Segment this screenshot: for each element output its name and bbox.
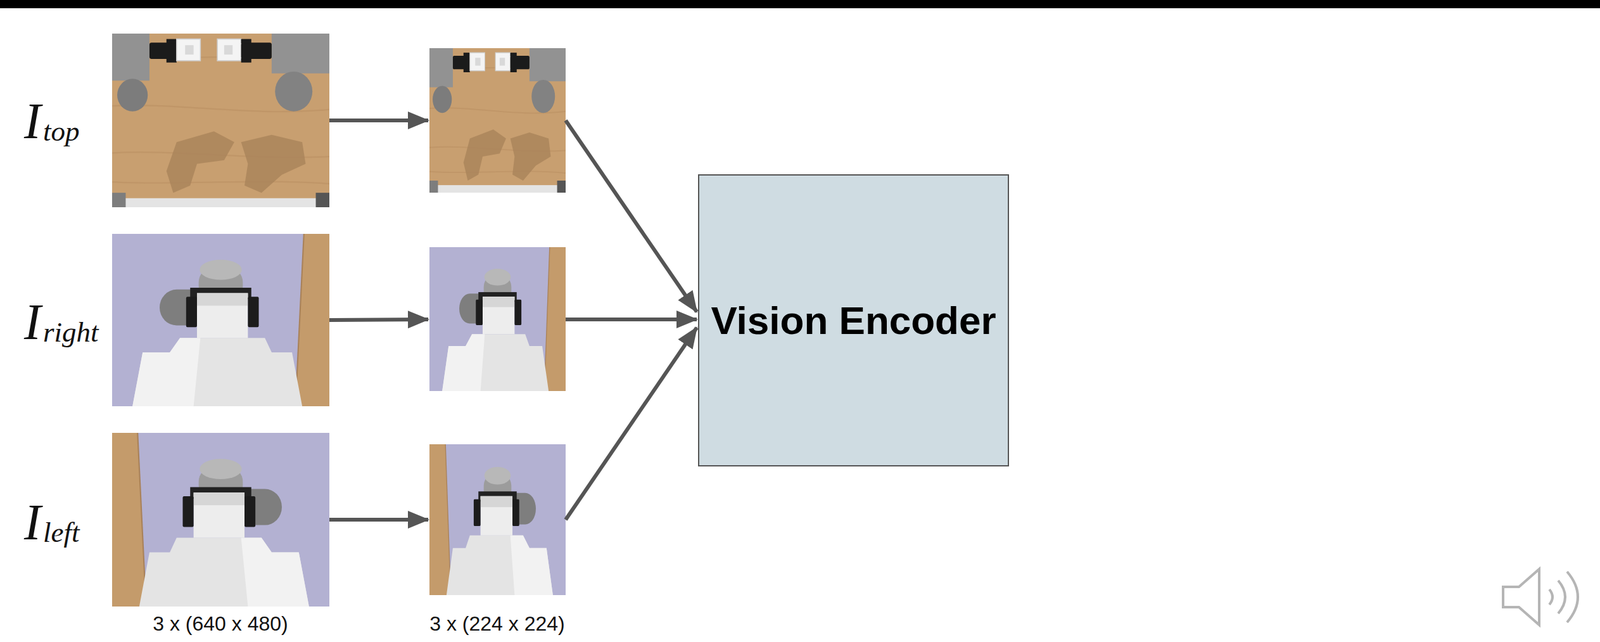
- top-bar: [0, 0, 1600, 9]
- image-subscript: left: [43, 518, 80, 547]
- image-symbol: I: [24, 296, 42, 348]
- image-subscript: top: [43, 117, 80, 146]
- image-symbol: I: [24, 496, 42, 548]
- image-subscript: right: [43, 317, 99, 347]
- arrow: [329, 120, 697, 520]
- size-label: 3 x (224 x 224): [429, 613, 565, 634]
- size-label: 3 x (640 x 480): [152, 613, 288, 634]
- node-label: Vision Encoder: [710, 297, 996, 343]
- image-symbol: I: [24, 95, 42, 147]
- encoder-box: Vision Encoder: [698, 174, 1010, 467]
- speaker-icon: [1503, 568, 1578, 625]
